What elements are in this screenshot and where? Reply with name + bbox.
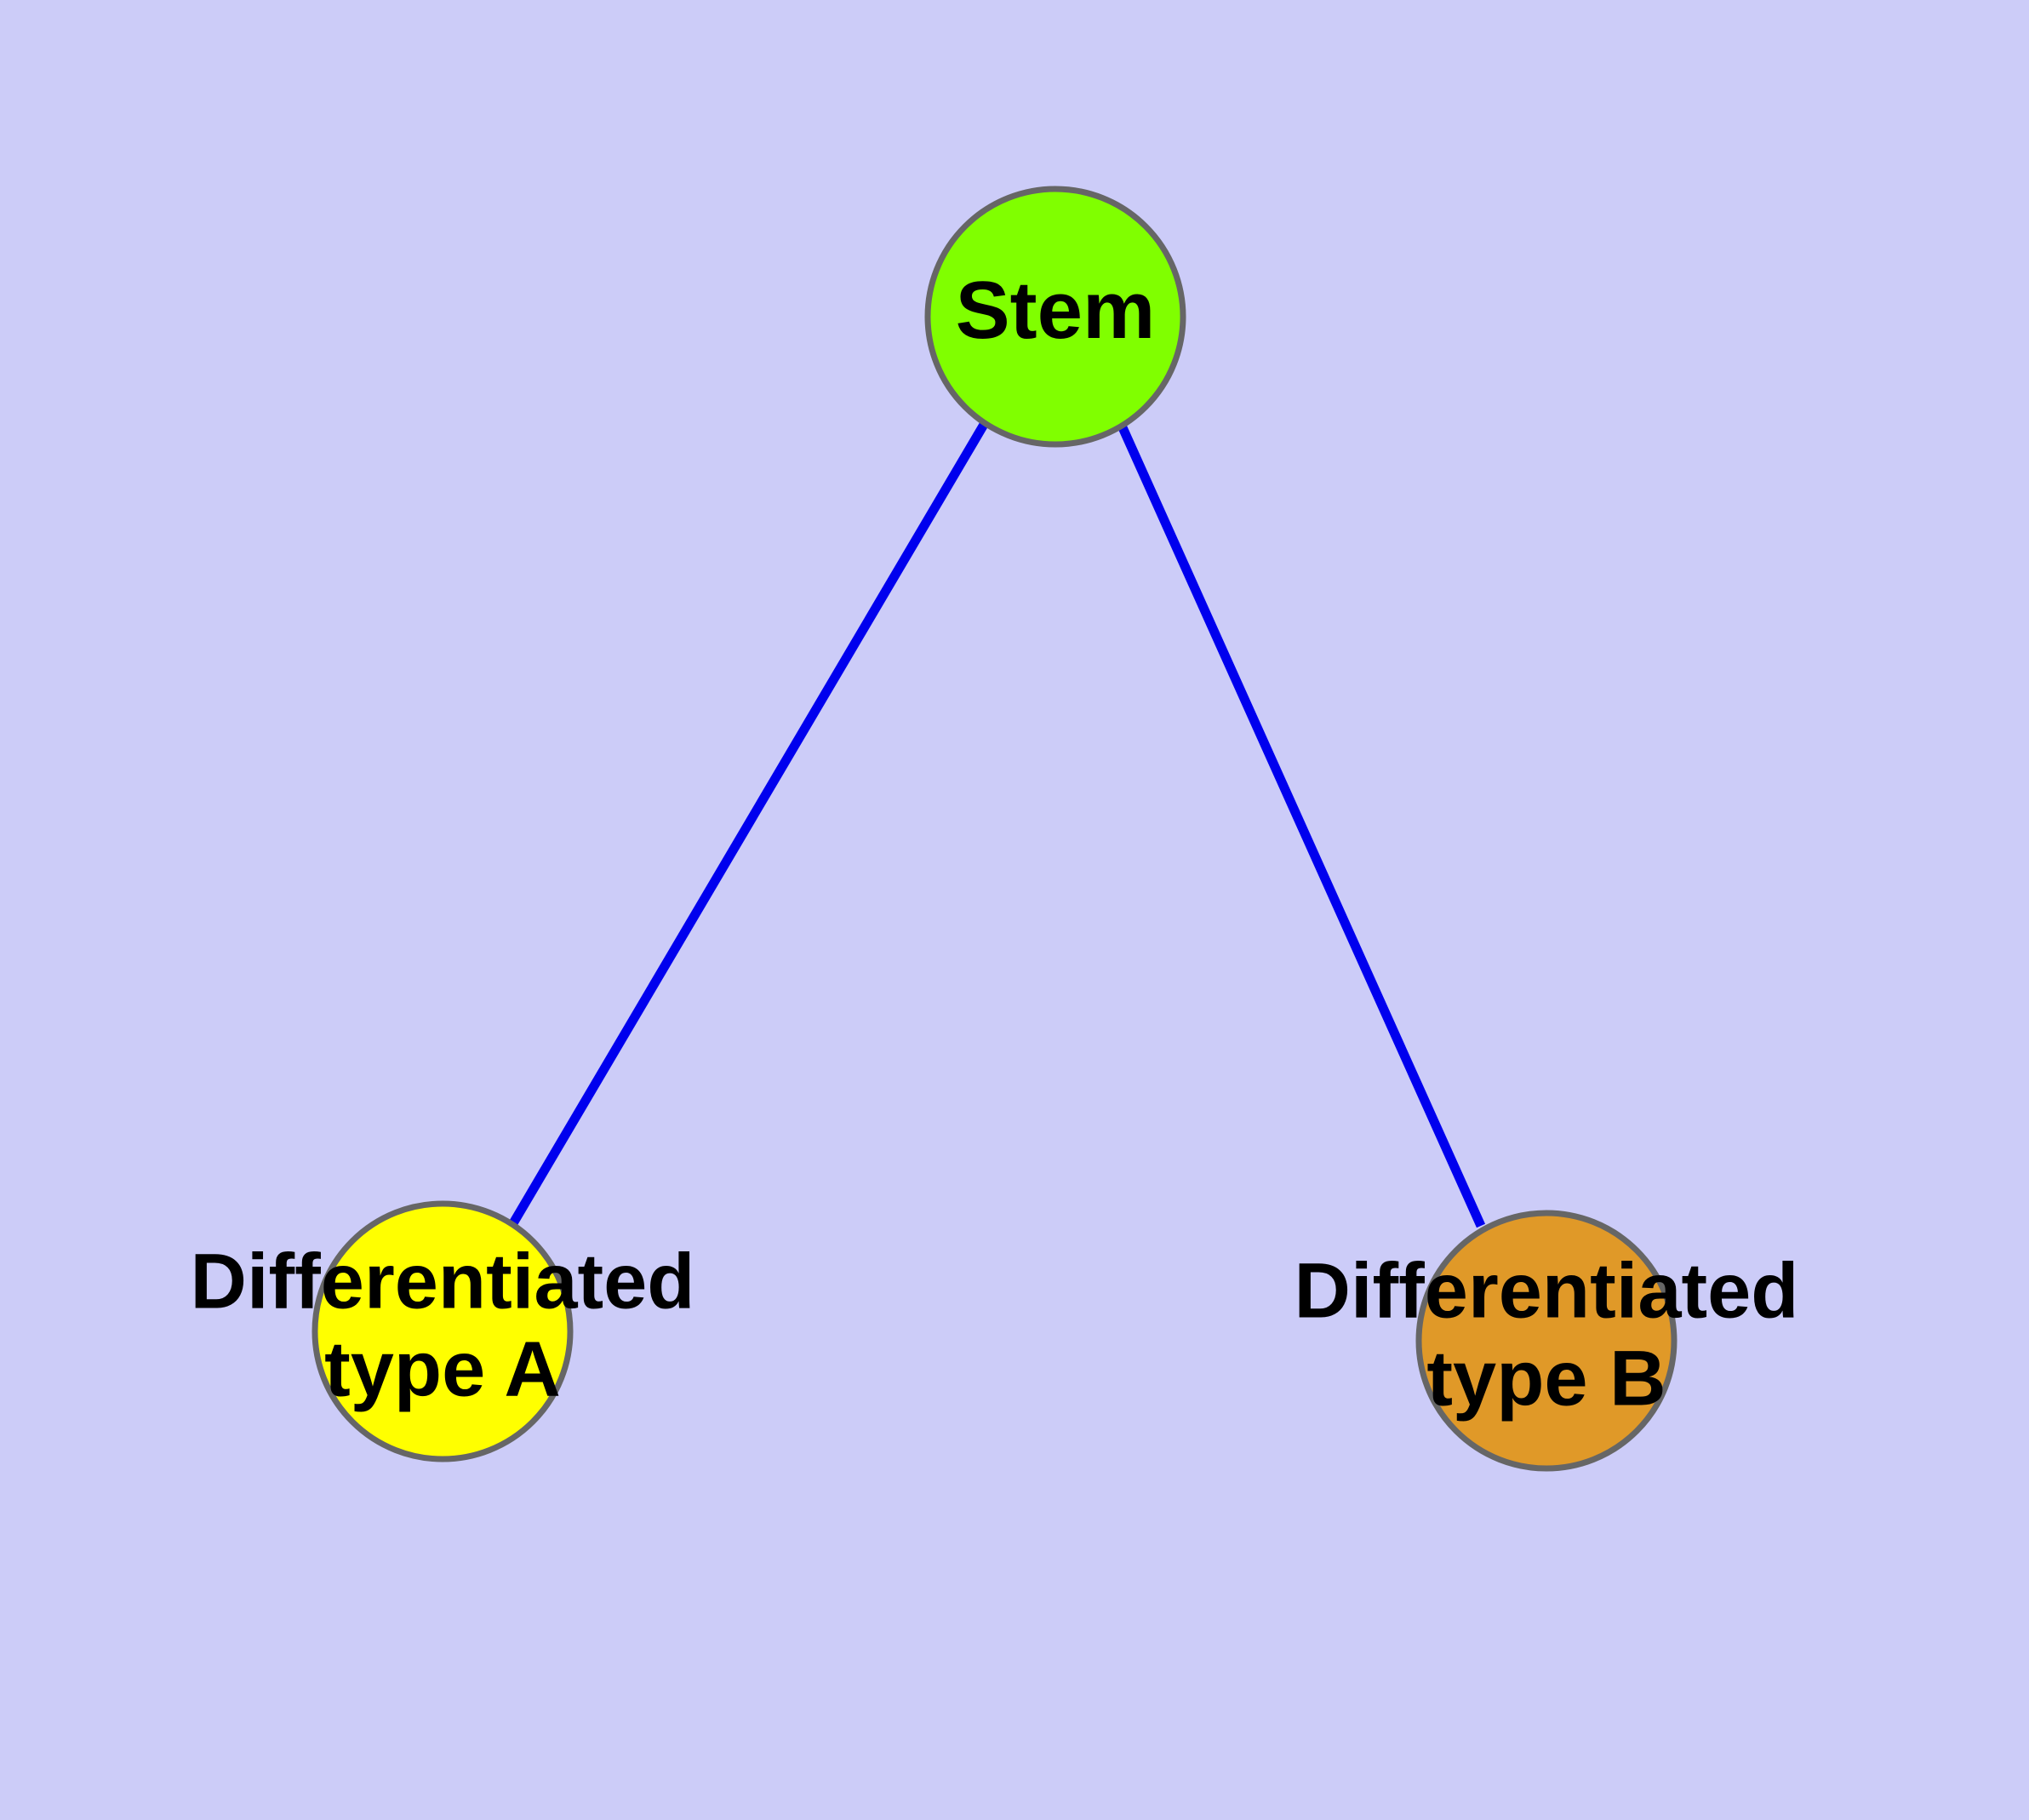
edge-stem-to-differentiated-a[interactable] — [509, 421, 989, 1226]
edge-stem-to-differentiated-b[interactable] — [1117, 423, 1486, 1228]
edge-group — [509, 421, 1486, 1228]
node-differentiated-b-circle[interactable] — [1415, 1210, 1677, 1472]
node-stem-label: Stem — [956, 265, 1156, 356]
node-group — [311, 186, 1677, 1472]
node-differentiated-a-circle[interactable] — [311, 1200, 574, 1462]
node-stem-circle[interactable] — [924, 186, 1186, 448]
